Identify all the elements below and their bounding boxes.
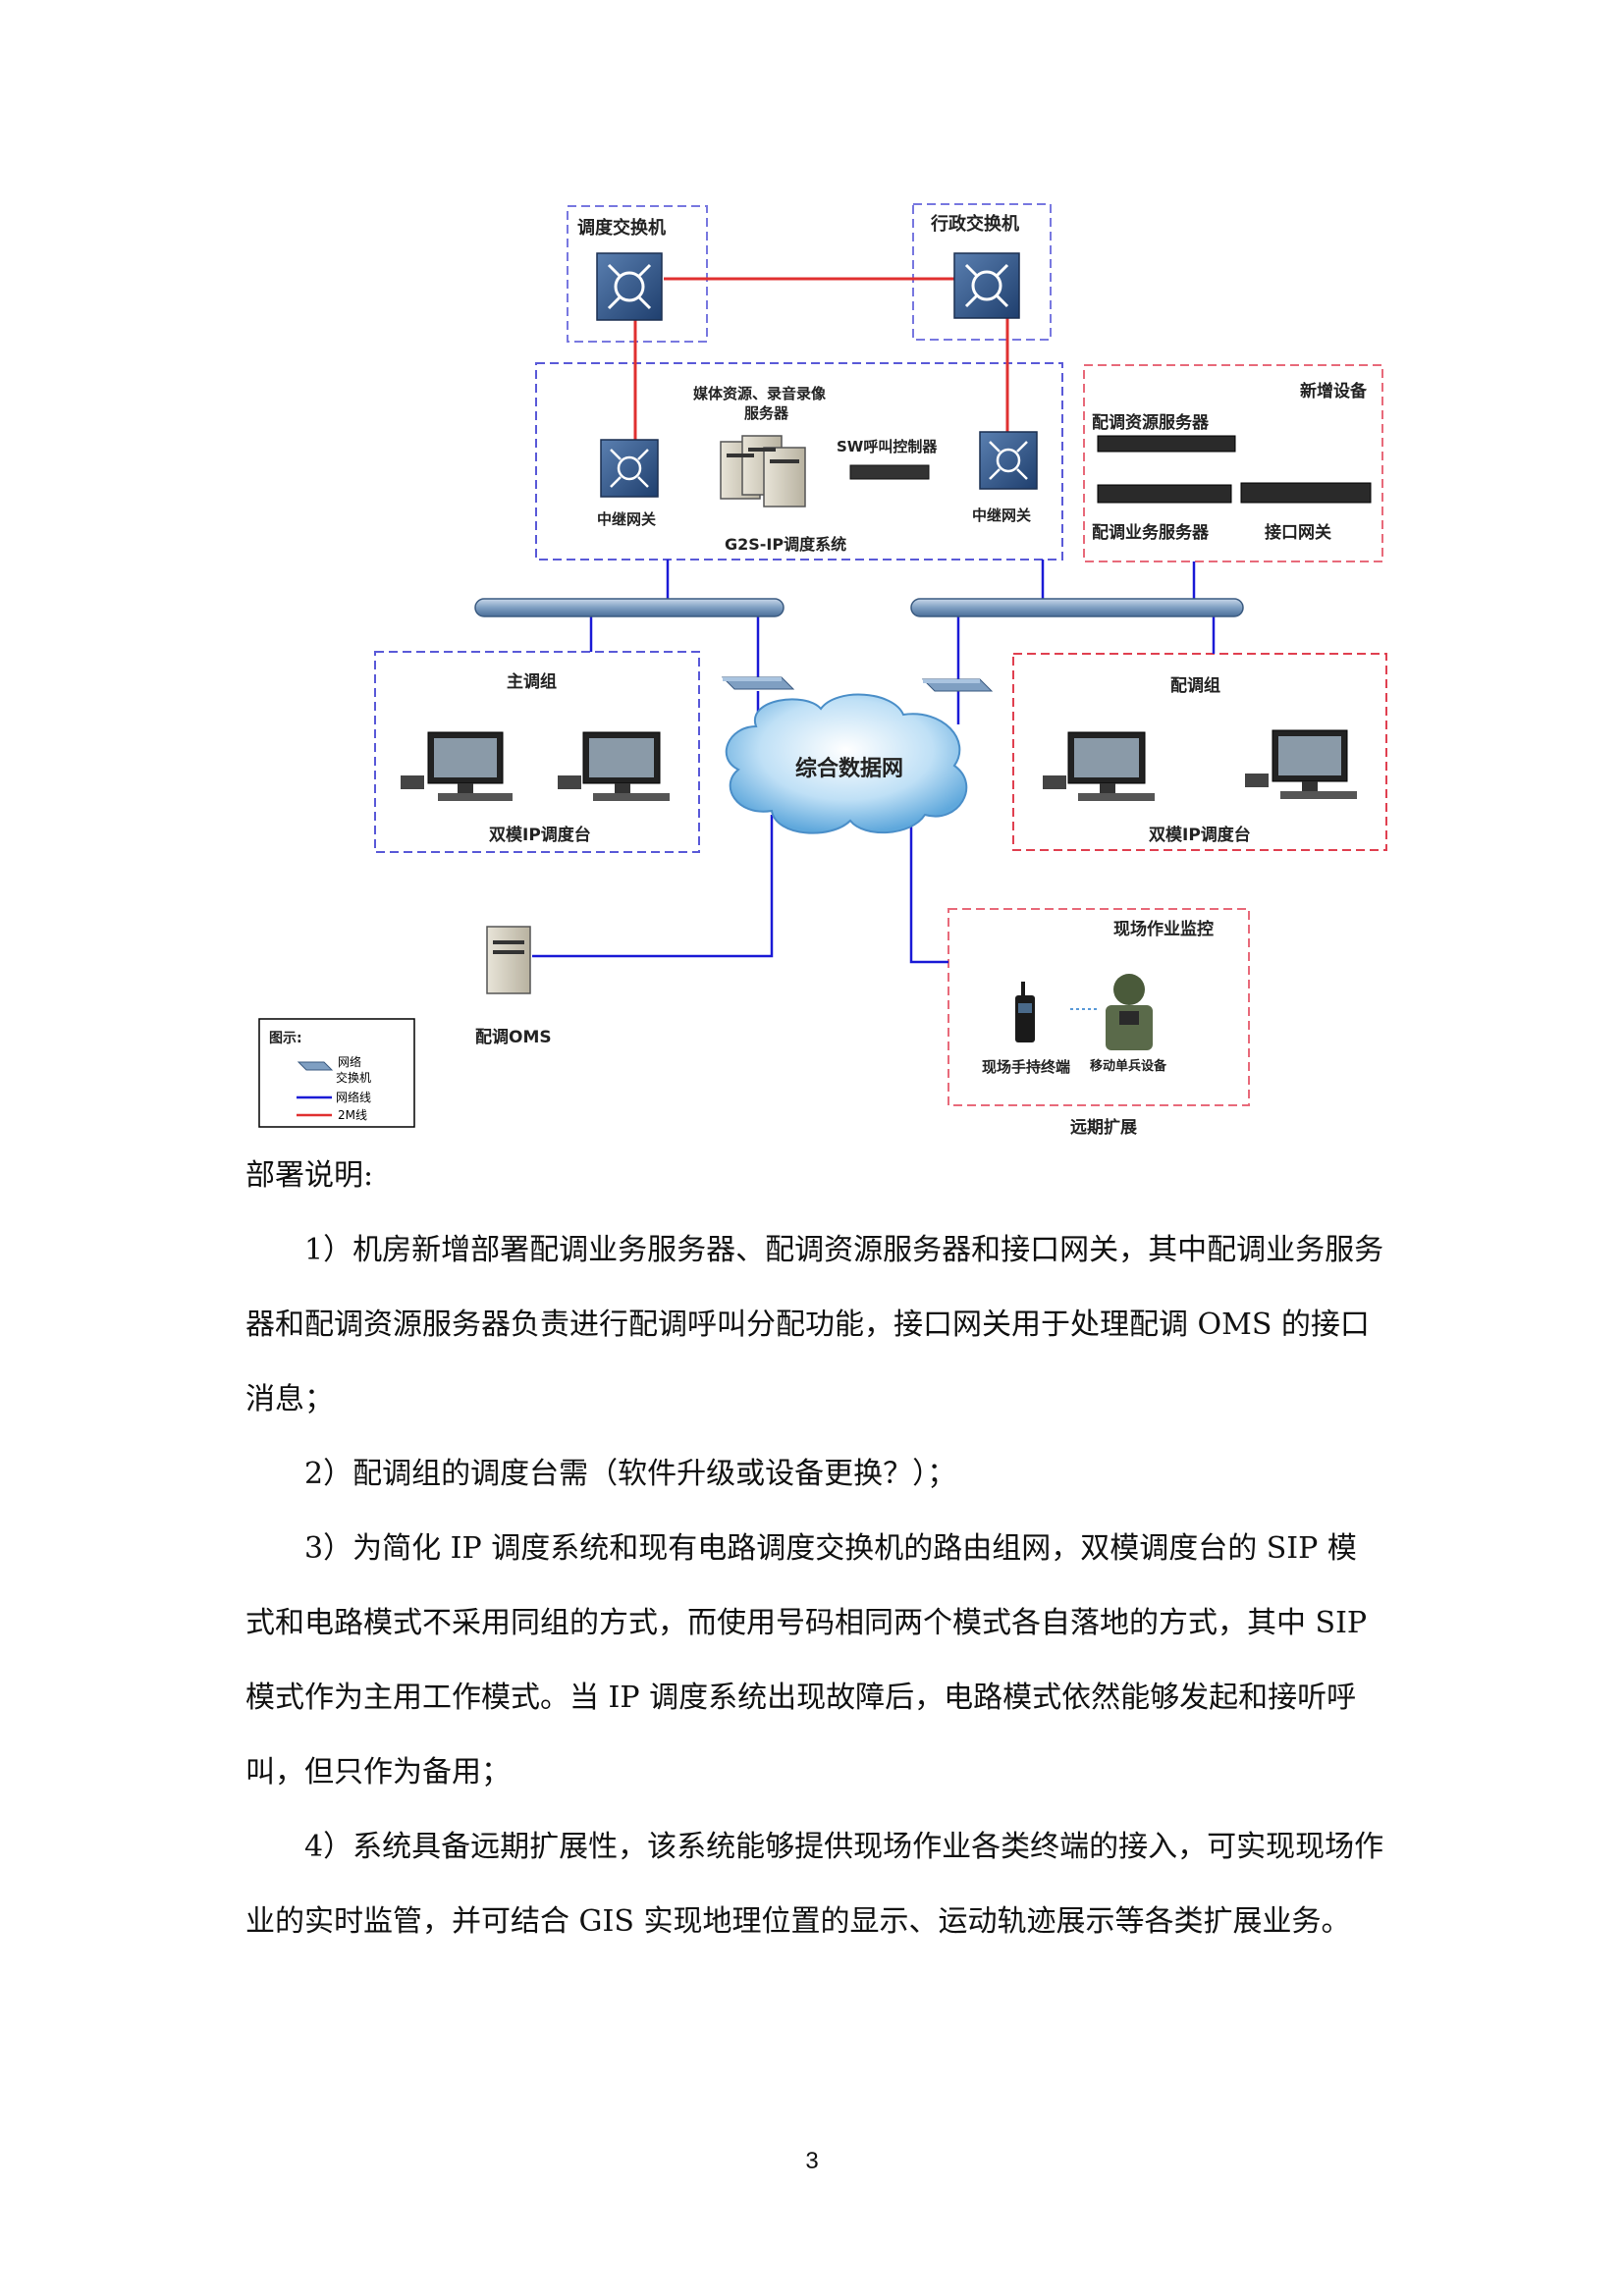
sw-controller-icon — [849, 464, 930, 480]
mobile-soldier-icon — [1106, 974, 1153, 1050]
label-main-group: 主调组 — [507, 671, 557, 692]
media-server-icon — [720, 435, 806, 507]
label-data-network: 综合数据网 — [795, 756, 903, 781]
dispatch-switch-box — [567, 205, 708, 343]
console-main-2-icon — [558, 731, 670, 801]
label-interface-gw: 接口网关 — [1265, 522, 1331, 543]
field-monitor-box — [947, 908, 1250, 1106]
admin-switch-box — [912, 203, 1052, 341]
network-switch-left-icon — [721, 676, 795, 690]
page-number: 3 — [805, 2148, 819, 2174]
legend-2m-label: 2M线 — [338, 1108, 367, 1122]
label-trunk-gw-right: 中继网关 — [972, 507, 1031, 524]
network-deployment-diagram: 调度交换机 行政交换机 媒体资源、录音录像 服务器 SW呼叫控制器 中继网关 中… — [258, 203, 1387, 1138]
label-new-equipment: 新增设备 — [1300, 381, 1368, 401]
label-dist-group: 配调组 — [1170, 675, 1220, 696]
console-dist-2-icon — [1245, 729, 1357, 799]
network-lines — [532, 560, 1216, 964]
dist-group-box — [1012, 653, 1387, 851]
label-dispatch-switch: 调度交换机 — [577, 217, 666, 239]
label-admin-switch: 行政交换机 — [930, 213, 1019, 235]
console-main-1-icon — [401, 731, 513, 801]
console-dist-1-icon — [1043, 731, 1155, 801]
deployment-notes: 1）机房新增部署配调业务服务器、配调资源服务器和接口网关，其中配调业务服务器和配… — [245, 1213, 1384, 1959]
legend-network-label: 网络线 — [336, 1090, 371, 1104]
label-business-server: 配调业务服务器 — [1092, 522, 1210, 543]
trunk-gateway-left-icon — [600, 439, 659, 498]
business-server-icon — [1097, 484, 1232, 504]
label-main-console: 双模IP调度台 — [489, 825, 591, 845]
legend-title: 图示: — [269, 1031, 302, 1046]
oms-server-icon — [486, 926, 531, 994]
legend-switch-label-2: 交换机 — [336, 1070, 371, 1085]
resource-server-icon — [1097, 435, 1236, 453]
paragraph-4: 4）系统具备远期扩展性，该系统能够提供现场作业各类终端的接入，可实现现场作业的实… — [245, 1830, 1384, 1939]
paragraph-2: 2）配调组的调度台需（软件升级或设备更换？）； — [304, 1457, 957, 1491]
bus-bar-left — [474, 598, 785, 617]
g2s-system-box — [535, 362, 1063, 561]
admin-switch-icon — [953, 252, 1020, 319]
data-network-cloud-icon — [725, 693, 968, 834]
label-dist-console: 双模IP调度台 — [1149, 825, 1251, 845]
label-media-server: 媒体资源、录音录像 — [693, 385, 827, 402]
section-title: 部署说明: — [245, 1158, 374, 1193]
label-mobile-soldier: 移动单兵设备 — [1090, 1058, 1167, 1074]
label-future-expansion: 远期扩展 — [1070, 1117, 1137, 1138]
label-oms: 配调OMS — [475, 1028, 552, 1047]
label-g2s-system: G2S-IP调度系统 — [725, 535, 846, 554]
label-resource-server: 配调资源服务器 — [1092, 412, 1210, 433]
label-field-monitor: 现场作业监控 — [1113, 919, 1214, 939]
paragraph-3: 3）为简化 IP 调度系统和现有电路调度交换机的路由组网，双模调度台的 SIP … — [245, 1531, 1368, 1789]
legend-box — [258, 1018, 415, 1128]
label-media-server-2: 服务器 — [744, 404, 789, 422]
bus-bar-right — [910, 598, 1244, 617]
legend-switch-label-1: 网络 — [338, 1054, 361, 1069]
legend-switch-icon — [297, 1061, 334, 1071]
main-group-box — [374, 651, 700, 853]
network-switch-right-icon — [921, 678, 994, 692]
trunk-gateway-right-icon — [979, 431, 1038, 490]
handheld-terminal-icon — [1015, 982, 1035, 1042]
interface-gateway-icon — [1240, 482, 1372, 504]
label-sw-controller: SW呼叫控制器 — [837, 438, 938, 455]
label-trunk-gw-left: 中继网关 — [597, 510, 656, 528]
paragraph-1: 1）机房新增部署配调业务服务器、配调资源服务器和接口网关，其中配调业务服务器和配… — [245, 1233, 1384, 1416]
dispatch-switch-icon — [596, 252, 663, 321]
label-handheld: 现场手持终端 — [982, 1058, 1070, 1076]
